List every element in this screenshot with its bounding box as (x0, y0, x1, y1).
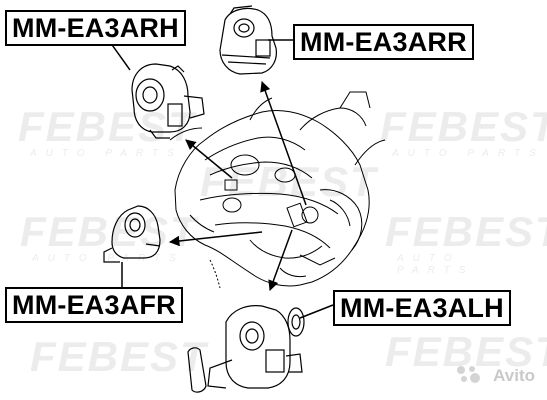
part-label-arr: MM-EA3ARR (293, 24, 474, 60)
watermark-tagline: AUTO PARTS (397, 253, 475, 276)
part-label-afr: MM-EA3AFR (5, 287, 183, 323)
arrow-to-alh (268, 229, 293, 291)
watermark-brand: FEBEST (385, 208, 547, 255)
leader-alh (299, 304, 334, 319)
watermark-tagline: AUTO PARTS (392, 148, 545, 159)
watermark-brand: FEBEST (385, 328, 547, 375)
arrows (168, 81, 307, 291)
mount-arh-part (131, 63, 205, 139)
part-label-arh: MM-EA3ARH (5, 10, 186, 46)
watermark-brand: FEBEST (20, 208, 198, 255)
engine-assembly (169, 91, 386, 289)
watermark-brand: FEBEST (380, 103, 547, 150)
leader-lines (109, 39, 334, 319)
mount-afr-part (103, 205, 161, 263)
avito-logo-icon (457, 366, 480, 383)
mount-arr-part (219, 5, 277, 75)
watermark-brand: FEBEST (30, 333, 208, 380)
arrow-to-arr (260, 81, 307, 206)
arrow-to-arh (185, 139, 233, 179)
watermark-brand: FEBEST (18, 103, 196, 150)
avito-watermark: Avito (493, 366, 535, 385)
mount-alh-part (187, 305, 305, 393)
leader-arh (109, 41, 131, 71)
arrow-to-afr (168, 231, 263, 247)
watermark-tagline: AUTO PARTS (30, 148, 183, 159)
part-label-alh: MM-EA3ALH (333, 290, 511, 326)
